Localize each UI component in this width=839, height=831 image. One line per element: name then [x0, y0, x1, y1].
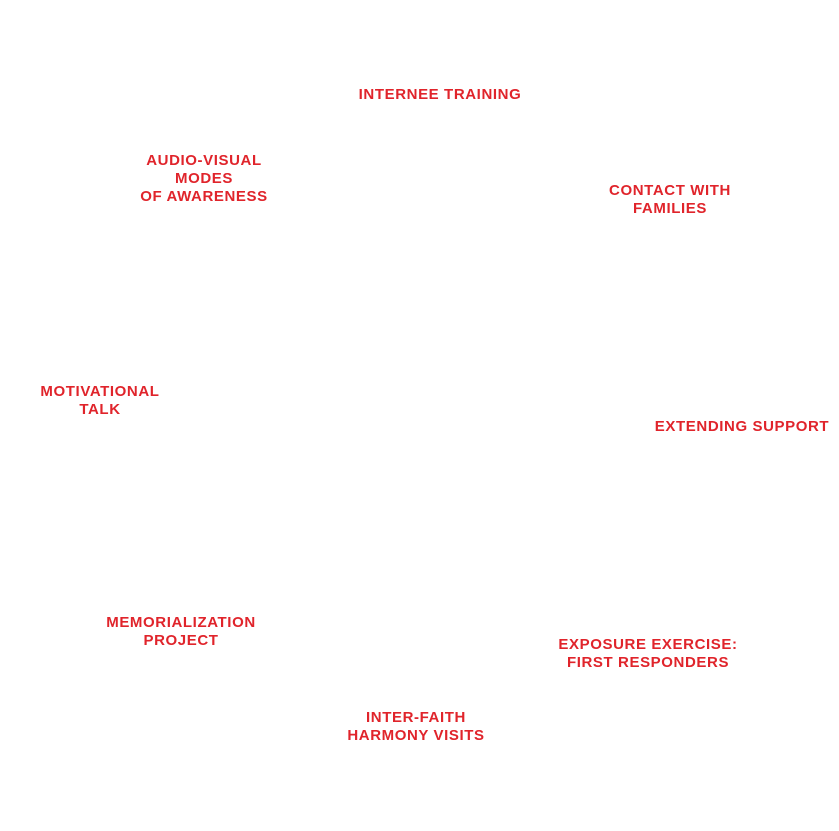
node-label-line: INTERNEE TRAINING [358, 86, 522, 103]
node-label-line: MODES [174, 170, 233, 187]
node-contact-with-families: CONTACT WITH FAMILIES [609, 182, 731, 218]
node-label-line: HARMONY VISITS [347, 727, 485, 744]
node-inter-faith: INTER-FAITH HARMONY VISITS [347, 709, 484, 745]
node-label-line: INTER-FAITH [366, 709, 466, 726]
node-extending-support: EXTENDING SUPPORT [655, 418, 829, 436]
node-label-line: CONTACT WITH [609, 182, 731, 199]
node-label-line: AUDIO-VISUAL [146, 152, 262, 169]
node-internee-training: INTERNEE TRAINING [359, 86, 522, 104]
node-audio-visual: AUDIO-VISUAL MODES OF AWARENESS [140, 152, 268, 206]
node-label-line: PROJECT [143, 632, 219, 649]
node-label-line: MEMORIALIZATION [106, 614, 256, 631]
node-label-line: FIRST RESPONDERS [566, 654, 730, 671]
node-motivational-talk: MOTIVATIONAL TALK [40, 383, 159, 419]
node-label-line: OF AWARENESS [140, 188, 268, 205]
node-label-line: MOTIVATIONAL [40, 383, 160, 400]
node-memorialization: MEMORIALIZATION PROJECT [106, 614, 256, 650]
node-label-line: EXTENDING SUPPORT [654, 418, 830, 435]
node-label-line: FAMILIES [633, 200, 707, 217]
node-exposure-exercise: EXPOSURE EXERCISE: FIRST RESPONDERS [558, 636, 737, 672]
node-label-line: TALK [79, 401, 121, 418]
node-label-line: EXPOSURE EXERCISE: [558, 636, 738, 653]
